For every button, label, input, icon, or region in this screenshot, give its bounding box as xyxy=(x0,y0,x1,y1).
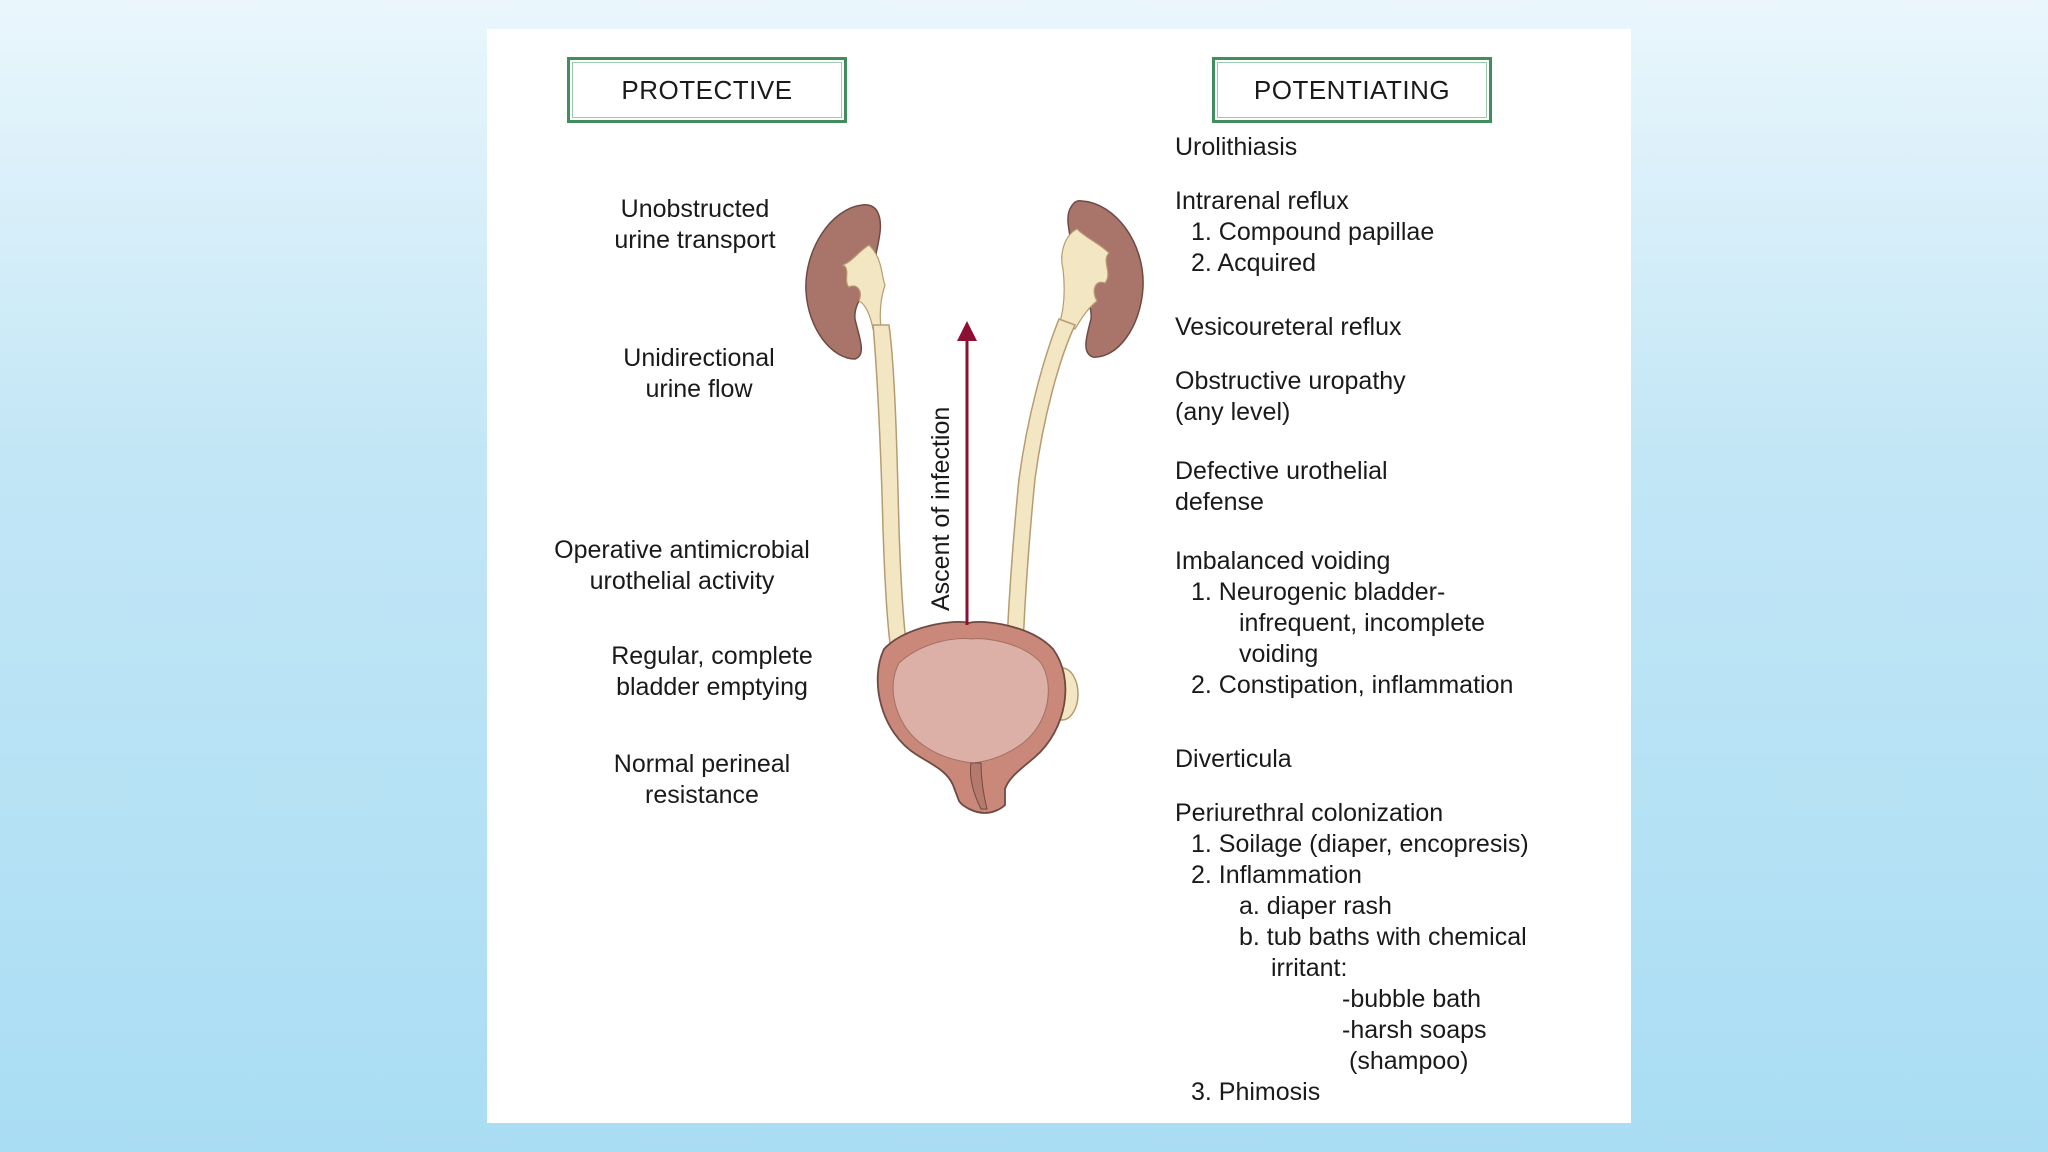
pot-intrarenal-item: 2. Acquired xyxy=(1191,249,1317,277)
urinary-tract-illustration: Ascent of infection xyxy=(805,200,1144,814)
pot-periurethral-title: Periurethral colonization xyxy=(1175,799,1444,827)
pot-periurethral-item2: 2. Inflammation xyxy=(1191,861,1362,889)
pot-imbalanced-item2: 2. Constipation, inflammation xyxy=(1191,671,1514,699)
pot-intrarenal-title: Intrarenal reflux xyxy=(1175,187,1349,215)
potentiating-header-box: POTENTIATING xyxy=(1212,57,1492,123)
pot-vesicoureteral: Vesicoureteral reflux xyxy=(1175,313,1402,341)
pot-imbalanced-title: Imbalanced voiding xyxy=(1175,547,1391,575)
pot-urolithiasis: Urolithiasis xyxy=(1175,133,1298,161)
pot-periurethral-sub-b: b. tub baths with chemical xyxy=(1239,923,1527,951)
right-ureter xyxy=(1006,318,1077,646)
pot-defective: Defective urothelial xyxy=(1175,457,1388,485)
left-ureter xyxy=(872,324,907,644)
diagram-slide: PROTECTIVE POTENTIATING Ascent of infect… xyxy=(487,29,1631,1123)
pot-imbalanced-item1: 1. Neurogenic bladder- xyxy=(1191,578,1446,606)
protective-header: PROTECTIVE xyxy=(621,74,793,105)
pot-periurethral-item1: 1. Soilage (diaper, encopresis) xyxy=(1191,830,1529,858)
pot-irritant: -bubble bath xyxy=(1342,985,1482,1013)
pot-diverticula: Diverticula xyxy=(1175,745,1292,773)
pot-imbalanced-item1-cont: voiding xyxy=(1239,640,1319,668)
pot-defective-cont: defense xyxy=(1175,488,1264,516)
pot-obstructive-level: (any level) xyxy=(1175,398,1291,426)
right-renal-pelvis xyxy=(1058,228,1110,330)
protective-item-flow: Unidirectional urine flow xyxy=(623,344,775,403)
urethra xyxy=(970,762,988,810)
protective-header-box: PROTECTIVE xyxy=(567,57,847,123)
bladder-lumen xyxy=(892,638,1049,764)
ascent-arrow-head xyxy=(957,321,977,341)
left-renal-pelvis xyxy=(841,244,886,330)
pot-periurethral-sub-a: a. diaper rash xyxy=(1239,892,1392,920)
potentiating-header: POTENTIATING xyxy=(1253,74,1451,105)
ascent-of-infection-label: Ascent of infection xyxy=(927,407,955,611)
protective-item-emptying: Regular, complete bladder emptying xyxy=(611,642,813,701)
pot-intrarenal-item: 1. Compound papillae xyxy=(1191,218,1435,246)
pot-irritant: -harsh soaps xyxy=(1342,1016,1487,1044)
protective-item-perineal: Normal perineal resistance xyxy=(613,750,791,809)
protective-item-transport: Unobstructed urine transport xyxy=(614,195,776,254)
pot-periurethral-item3: 3. Phimosis xyxy=(1191,1078,1321,1106)
pot-periurethral-sub-b-cont: irritant: xyxy=(1271,954,1348,982)
potentiating-list: Urolithiasis Intrarenal reflux 1. Compou… xyxy=(1175,132,1625,1108)
pot-obstructive: Obstructive uropathy xyxy=(1175,367,1406,395)
left-kidney xyxy=(805,204,882,360)
pot-imbalanced-item1-cont: infrequent, incomplete xyxy=(1239,609,1485,637)
pot-irritant: (shampoo) xyxy=(1349,1047,1469,1075)
protective-item-antimicrobial: Operative antimicrobial urothelial activ… xyxy=(554,536,810,595)
